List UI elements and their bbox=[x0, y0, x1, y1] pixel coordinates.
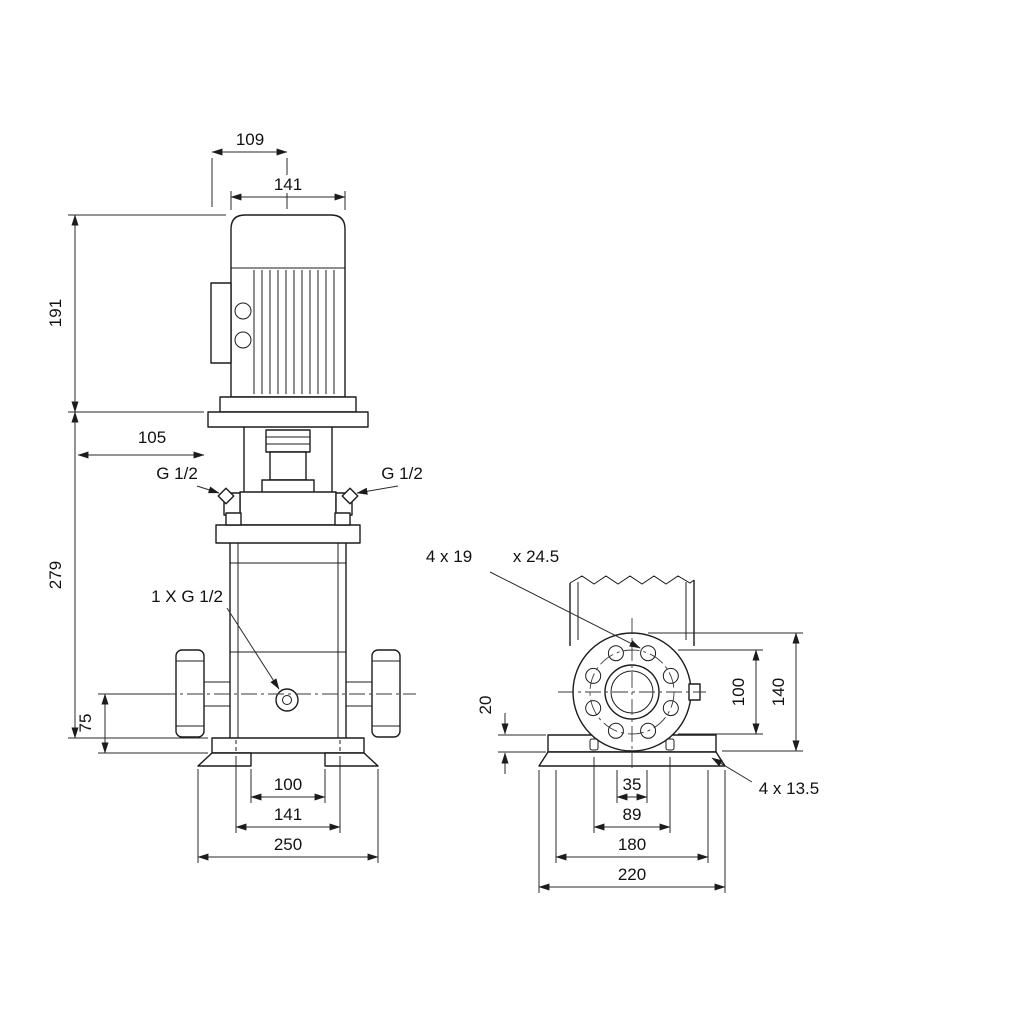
dim-motor-width: 141 bbox=[274, 175, 302, 194]
dim-base-plate-thickness: 20 bbox=[476, 696, 495, 715]
base-front bbox=[197, 737, 379, 767]
dim-pump-height: 279 bbox=[46, 561, 65, 589]
dim-base-width: 250 bbox=[274, 835, 302, 854]
dim-base-hole-span: 141 bbox=[274, 805, 302, 824]
flange-bolt-hole bbox=[640, 722, 657, 739]
motor-flange bbox=[219, 396, 357, 413]
side-view: 4 x 19 x 24.5 20 100 140 35 bbox=[426, 547, 819, 893]
motor-bolt-hole bbox=[234, 302, 252, 320]
flange-left bbox=[175, 649, 205, 738]
flange-face bbox=[558, 618, 706, 768]
base-slot bbox=[665, 738, 675, 751]
flange-bolt-hole bbox=[640, 645, 657, 662]
dim-base-overall: 220 bbox=[618, 865, 646, 884]
dim-port-center-height: 75 bbox=[76, 714, 95, 733]
front-dimensions: 109 141 191 105 G 1/2 G 1/2 279 bbox=[46, 130, 423, 863]
vent-plug-right bbox=[341, 487, 359, 505]
dim-motor-height: 191 bbox=[46, 299, 65, 327]
drain-plug bbox=[275, 688, 299, 712]
motor-stool bbox=[207, 411, 369, 492]
flange-bolt-hole bbox=[585, 700, 602, 717]
pump-head bbox=[215, 479, 361, 544]
label-drain-port: 1 X G 1/2 bbox=[151, 587, 223, 606]
callout-flange-holes: 4 x 19 bbox=[426, 547, 472, 566]
dim-bolt-circle-diameter: 100 bbox=[729, 678, 748, 706]
label-vent-port-right: G 1/2 bbox=[381, 464, 423, 483]
dim-flange-diameter: 140 bbox=[769, 678, 788, 706]
motor bbox=[210, 214, 357, 413]
motor-bolt-hole bbox=[234, 331, 252, 349]
flange-bolt-hole bbox=[607, 645, 624, 662]
break-line bbox=[569, 575, 695, 585]
flange-right bbox=[371, 649, 401, 738]
vent-plug-left bbox=[217, 487, 235, 505]
base-slot bbox=[589, 738, 599, 751]
dim-clearance: 105 bbox=[138, 428, 166, 447]
label-vent-port-left: G 1/2 bbox=[156, 464, 198, 483]
tie-bolt-nut bbox=[334, 512, 351, 526]
head-flange bbox=[215, 524, 361, 544]
callout-flange-spotface: x 24.5 bbox=[513, 547, 559, 566]
flange-bolt-hole bbox=[662, 667, 679, 684]
suction-discharge-flanges bbox=[175, 649, 401, 738]
callout-base-holes: 4 x 13.5 bbox=[759, 779, 820, 798]
chamber-column bbox=[569, 575, 695, 646]
dim-motor-depth: 109 bbox=[236, 130, 264, 149]
dim-base-length: 180 bbox=[618, 835, 646, 854]
terminal-box bbox=[210, 282, 232, 364]
dim-base-slot-span: 100 bbox=[274, 775, 302, 794]
front-view: 109 141 191 105 G 1/2 G 1/2 279 bbox=[46, 130, 423, 863]
motor-fins bbox=[253, 270, 335, 394]
dim-port-offset: 35 bbox=[623, 775, 642, 794]
flange-bolt-hole bbox=[585, 667, 602, 684]
flange-bolt-hole bbox=[662, 700, 679, 717]
tie-bolt-nut bbox=[225, 512, 242, 526]
side-dimensions: 4 x 19 x 24.5 20 100 140 35 bbox=[426, 547, 819, 893]
base-foot-left bbox=[197, 752, 252, 767]
coupling bbox=[265, 429, 311, 453]
flange-bolt-hole bbox=[607, 722, 624, 739]
base-foot-right bbox=[324, 752, 379, 767]
dim-hole-pitch: 89 bbox=[623, 805, 642, 824]
